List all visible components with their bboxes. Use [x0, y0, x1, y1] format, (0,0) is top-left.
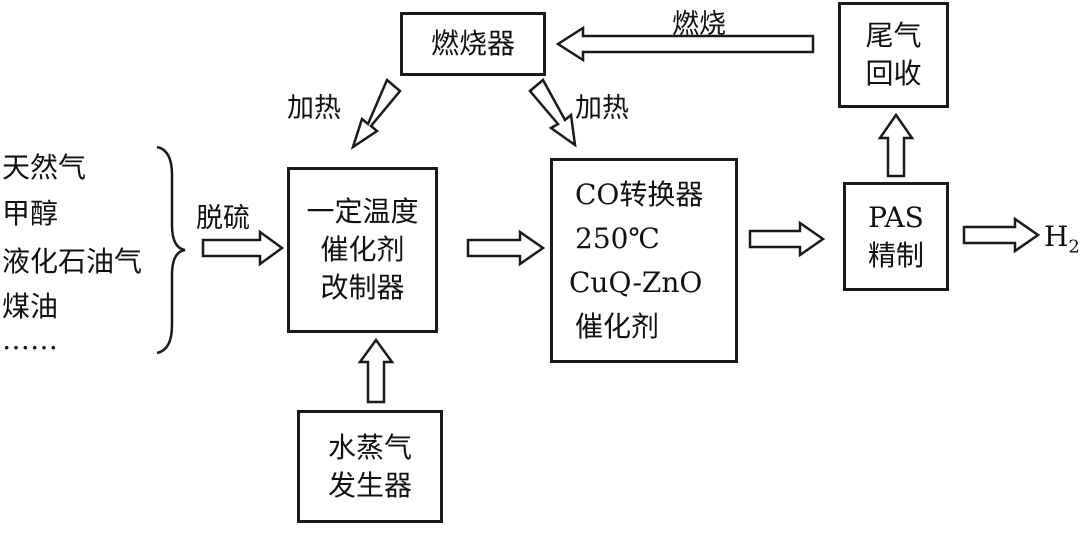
source-item: ……: [2, 323, 58, 356]
burner-box: 燃烧器: [400, 12, 546, 76]
heat-left-arrow: [350, 77, 402, 151]
pas-to-h2-arrow: [962, 216, 1041, 254]
heat-right-arrow: [528, 78, 577, 148]
co-converter-box: CO转换器 250℃ CuQ-ZnO 催化剂: [550, 158, 738, 363]
pas-up-arrow: [877, 112, 915, 178]
steam-up-arrow: [357, 337, 395, 404]
source-item: 液化石油气: [2, 245, 143, 278]
h2-subscript: 2: [1068, 236, 1080, 258]
reformer-box: 一定温度 催化剂 改制器: [287, 167, 438, 333]
heat-right-label: 加热: [575, 93, 629, 124]
h2-main: H: [1044, 220, 1069, 253]
co-converter-line: CO转换器: [575, 177, 704, 211]
burner-label: 燃烧器: [430, 27, 515, 60]
tail-gas-line: 回收: [865, 57, 922, 90]
desulfurize-label: 脱硫: [196, 203, 250, 234]
burn-label: 燃烧: [672, 9, 726, 40]
steam-line: 水蒸气: [327, 430, 412, 464]
pas-line: 精制: [867, 238, 924, 272]
reformer-to-co-arrow: [466, 229, 546, 267]
co-converter-line: 250℃: [575, 221, 660, 255]
source-item: 天然气: [2, 151, 87, 184]
source-item: 煤油: [2, 290, 59, 323]
h2-label: H2: [1044, 220, 1080, 258]
steam-generator-box: 水蒸气 发生器: [297, 410, 443, 523]
reformer-line: 改制器: [320, 271, 405, 304]
desulfurize-arrow: [201, 229, 285, 267]
co-converter-line: CuQ-ZnO: [569, 265, 703, 299]
steam-line: 发生器: [327, 468, 412, 502]
heat-left-label: 加热: [287, 93, 341, 124]
co-converter-line: 催化剂: [575, 309, 660, 343]
source-item: 甲醇: [2, 197, 59, 230]
tail-gas-box: 尾气 回收: [838, 2, 949, 108]
reformer-line: 一定温度: [306, 195, 419, 228]
pas-line: PAS: [868, 200, 924, 234]
burn-arrow: [555, 25, 815, 63]
co-to-pas-arrow: [748, 220, 826, 258]
pas-box: PAS 精制: [843, 182, 949, 291]
tail-gas-line: 尾气: [865, 19, 922, 52]
reformer-line: 催化剂: [320, 233, 405, 266]
source-brace: [156, 145, 186, 355]
